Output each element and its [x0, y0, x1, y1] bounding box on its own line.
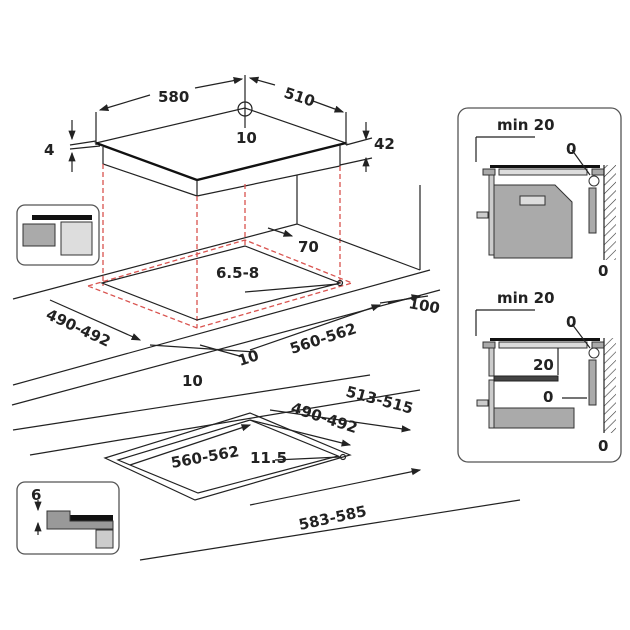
front-clearance-label: 100: [407, 294, 441, 317]
side-offset-b-label: 10: [182, 372, 203, 390]
oven-top-gap-label: min 20: [497, 116, 555, 134]
corner-radius-label: 10: [236, 129, 257, 147]
flush-corner-radius-label: 11.5: [250, 449, 287, 467]
surface-mount-icon: [16, 204, 100, 266]
hob-height-label: 42: [374, 135, 395, 153]
countertop-thickness-label: 6.5-8: [216, 264, 259, 282]
oven-rear-gap-label: 0: [566, 140, 576, 158]
drawer-wall-gap-label: 0: [598, 437, 608, 455]
drawer-section: min 20 0 20 0 0: [475, 289, 616, 455]
inner-width-label: 560-562: [170, 442, 241, 472]
drawer-top-gap-label: min 20: [497, 289, 555, 307]
hob-width-label: 580: [158, 88, 189, 106]
drawer-rear-gap-label: 0: [566, 313, 576, 331]
oven-section: min 20 0 0: [475, 116, 616, 280]
inner-depth-label: 490-492: [289, 399, 360, 437]
side-offset-a-label: 10: [236, 346, 261, 370]
drawer-gap-label: 20: [533, 356, 554, 374]
glass-thickness-label: 4: [44, 141, 54, 159]
rebate-depth-label: 6: [31, 486, 41, 504]
flush-mount-icon: 6: [16, 481, 120, 555]
outer-depth-label: 513-515: [344, 382, 415, 417]
drawer-rear-clearance-label: 0: [543, 388, 553, 406]
oven-wall-gap-label: 0: [598, 262, 608, 280]
projection-lines: [102, 164, 341, 328]
hob-depth-label: 510: [282, 84, 317, 111]
rear-clearance-label: 70: [298, 238, 319, 256]
hob-3d: 580 510 10 4 42: [44, 75, 395, 197]
side-section-panel: min 20 0 0 min 20: [457, 107, 622, 463]
